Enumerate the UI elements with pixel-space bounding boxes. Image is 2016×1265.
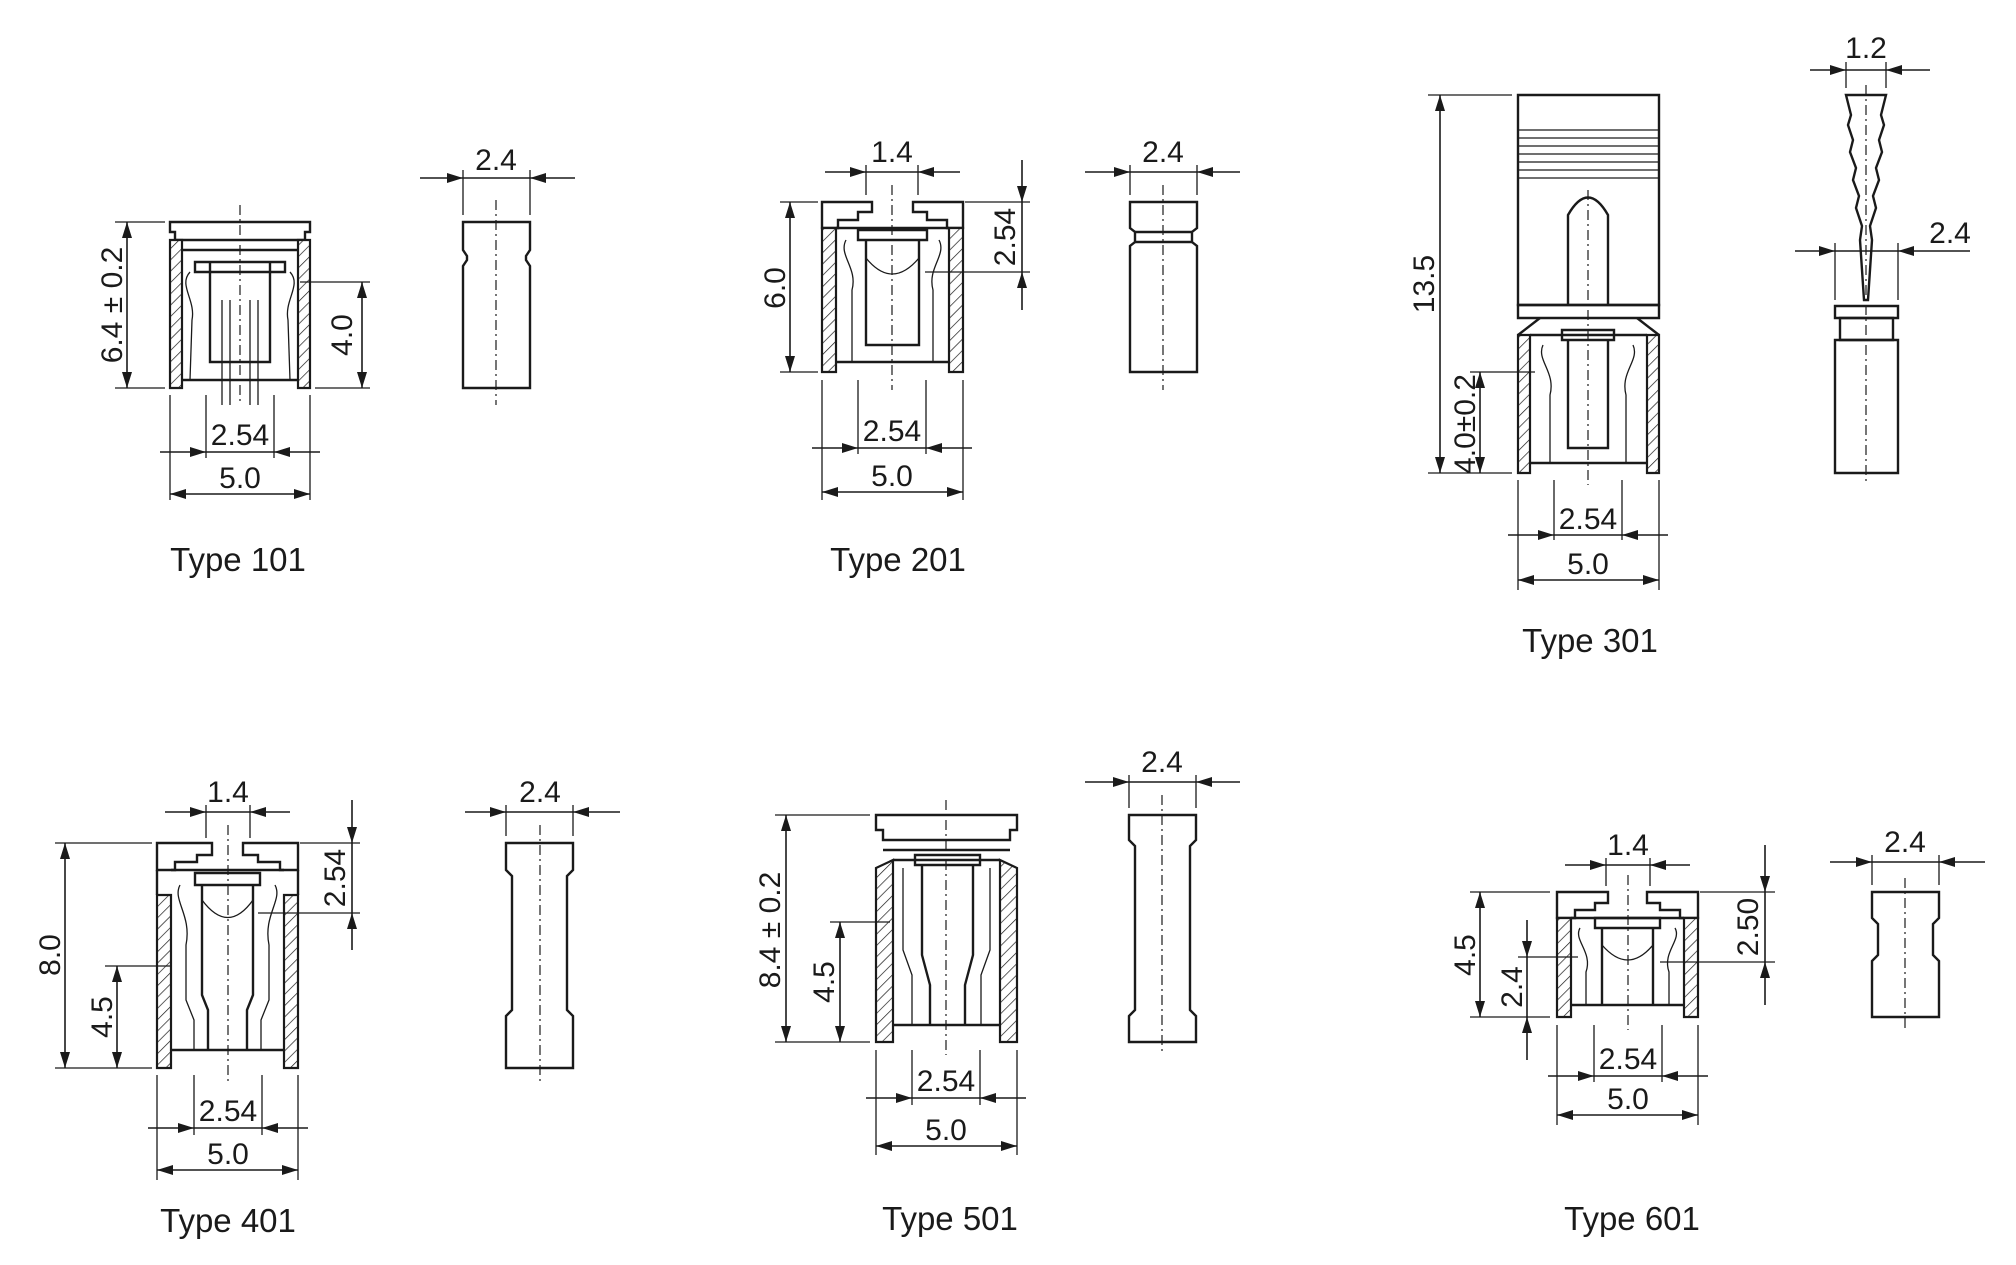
type-101-drawing: 6.4 ± 0.2 4.0 2.54 5.0: [96, 144, 575, 578]
type-601-width-label: 5.0: [1607, 1083, 1649, 1116]
type-301-tip-width-label: 1.2: [1845, 32, 1887, 65]
type-501-pitch-label: 2.54: [917, 1065, 975, 1098]
type-101-section-view: [168, 205, 312, 405]
type-501-lower-height-label: 4.5: [808, 961, 841, 1003]
type-601-section-view: [1555, 875, 1700, 1030]
type-601-opening-label: 1.4: [1607, 829, 1649, 862]
type-601-contact-height-label: 2.50: [1732, 898, 1765, 956]
type-101-dimensions: 6.4 ± 0.2 4.0 2.54 5.0: [96, 221, 370, 500]
type-601-top-width-label: 2.4: [1884, 826, 1926, 859]
type-101-contact-height-label: 4.0: [326, 314, 359, 356]
type-401-opening-label: 1.4: [207, 776, 249, 809]
type-401-section-view: [155, 825, 300, 1085]
type-101-pitch-label: 2.54: [211, 419, 269, 452]
type-501-caption: Type 501: [882, 1200, 1018, 1237]
type-401-pitch-label: 2.54: [199, 1095, 257, 1128]
type-601-side-view: 2.4: [1830, 826, 1985, 1030]
type-301-caption: Type 301: [1522, 622, 1658, 659]
type-201-opening-label: 1.4: [871, 136, 913, 169]
type-401-contact-height-label: 2.54: [319, 849, 352, 907]
type-501-side-view: 2.4: [1085, 746, 1240, 1055]
type-101-top-width-label: 2.4: [475, 144, 517, 177]
type-201-height-label: 6.0: [759, 267, 792, 309]
type-301-dimensions: 13.5 4.0±0.2 2.54 5.0: [1408, 94, 1668, 590]
type-401-drawing: 1.4 8.0 4.5 2.54 2.54: [34, 776, 620, 1239]
type-601-pitch-label: 2.54: [1599, 1043, 1657, 1076]
type-201-contact-height-label: 2.54: [989, 208, 1022, 266]
type-601-drawing: 1.4 4.5 2.4 2.50 2.54: [1449, 826, 1985, 1237]
type-501-height-label: 8.4 ± 0.2: [754, 872, 787, 989]
type-601-dimensions: 1.4 4.5 2.4 2.50 2.54: [1449, 829, 1775, 1125]
type-501-top-width-label: 2.4: [1141, 746, 1183, 779]
type-301-side-view: 1.2 2.4: [1795, 32, 1971, 485]
type-501-width-label: 5.0: [925, 1114, 967, 1147]
type-601-caption: Type 601: [1564, 1200, 1700, 1237]
type-201-top-width-label: 2.4: [1142, 136, 1184, 169]
type-101-height-label: 6.4 ± 0.2: [96, 247, 129, 364]
type-501-dimensions: 8.4 ± 0.2 4.5 2.54 5.0: [754, 814, 1026, 1155]
type-201-drawing: 1.4 6.0 2.54 2.54 5.0: [759, 136, 1240, 578]
type-401-top-width-label: 2.4: [519, 776, 561, 809]
type-201-side-view: 2.4: [1085, 136, 1240, 390]
type-401-caption: Type 401: [160, 1202, 296, 1239]
type-301-grip-ridges: [1518, 129, 1659, 179]
type-401-side-view: 2.4: [465, 776, 620, 1085]
type-101-width-label: 5.0: [219, 462, 261, 495]
type-401-dimensions: 1.4 8.0 4.5 2.54 2.54: [34, 776, 360, 1180]
type-201-dimensions: 1.4 6.0 2.54 2.54 5.0: [759, 136, 1030, 500]
type-201-caption: Type 201: [830, 541, 966, 578]
type-301-drawing: 13.5 4.0±0.2 2.54 5.0: [1408, 32, 1971, 659]
type-401-height-label: 8.0: [34, 934, 67, 976]
type-501-section-view: [874, 800, 1019, 1055]
type-401-lower-height-label: 4.5: [86, 996, 119, 1038]
type-201-pitch-label: 2.54: [863, 415, 921, 448]
type-301-width-label: 5.0: [1567, 548, 1609, 581]
type-101-caption: Type 101: [170, 541, 306, 578]
type-101-side-view: 2.4: [420, 144, 575, 405]
type-201-width-label: 5.0: [871, 460, 913, 493]
type-501-drawing: 8.4 ± 0.2 4.5 2.54 5.0: [754, 746, 1240, 1237]
type-301-section-view: [1516, 93, 1661, 485]
type-301-pitch-label: 2.54: [1559, 503, 1617, 536]
type-301-side-width-label: 2.4: [1929, 217, 1971, 250]
type-601-lower-height-label: 2.4: [1496, 966, 1529, 1008]
type-401-width-label: 5.0: [207, 1138, 249, 1171]
type-301-height-label: 4.0±0.2: [1449, 374, 1482, 474]
type-201-section-view: [820, 185, 965, 390]
type-301-overall-height-label: 13.5: [1408, 255, 1441, 313]
type-601-height-label: 4.5: [1449, 934, 1482, 976]
